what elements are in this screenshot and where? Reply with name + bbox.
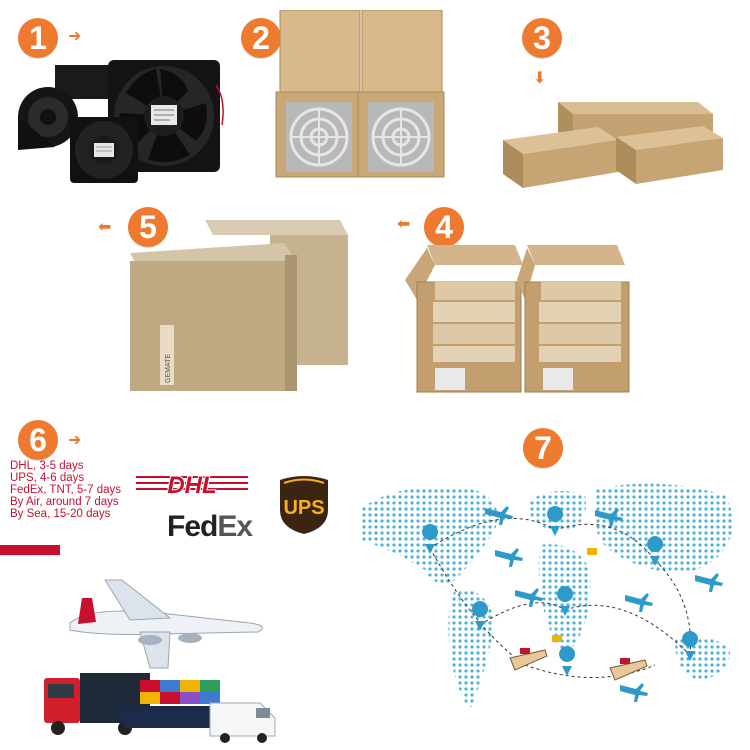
cargo-box-icon xyxy=(552,635,562,642)
airplane-icon xyxy=(620,683,648,702)
airplane-icon xyxy=(595,508,623,527)
fedex-logo: FedEx xyxy=(167,510,253,544)
location-pin-icon xyxy=(472,601,489,631)
step-7-number: 7 xyxy=(534,429,552,466)
step-3-badge: 3 xyxy=(522,18,562,58)
dhl-logo-text: DHL xyxy=(167,472,216,498)
open-carton-right xyxy=(517,245,630,393)
shipping-option: DHL, 3-5 days xyxy=(10,460,84,472)
step-5-number: 5 xyxy=(139,208,157,245)
step-6-arrow-icon: ➜ xyxy=(68,430,82,449)
open-box-right xyxy=(357,10,445,178)
shipping-options-list: DHL, 3-5 days UPS, 4-6 days FedEx, TNT, … xyxy=(10,460,140,520)
step-3-arrow-icon: ⬇ xyxy=(533,68,547,87)
step-5-arrow-icon: ⬅ xyxy=(98,217,112,236)
location-pin-icon xyxy=(682,631,699,661)
location-pin-icon xyxy=(547,506,564,536)
open-cartons-photo xyxy=(405,245,630,393)
shipping-option: FedEx, TNT, 5-7 days xyxy=(10,484,121,496)
ship-icon xyxy=(609,658,648,681)
shipping-routes xyxy=(429,518,692,678)
truck-icon xyxy=(44,673,150,735)
step-4-arrow-icon: ⬅ xyxy=(397,214,411,233)
airplane-icon xyxy=(625,593,653,612)
open-mailer-boxes-photo xyxy=(275,10,445,178)
world-map-routes xyxy=(360,483,733,710)
location-pin-icon xyxy=(557,586,574,616)
ship-icon xyxy=(509,648,548,671)
blower-fan-icon xyxy=(18,65,110,150)
location-pin-icon xyxy=(422,524,439,554)
dhl-red-strip xyxy=(0,545,60,555)
world-map-continents xyxy=(360,483,733,710)
step-1-badge: 1 xyxy=(18,18,58,58)
airplane-icon xyxy=(495,548,523,567)
airplane-icon xyxy=(695,573,723,592)
step-6-badge: 6 xyxy=(18,420,58,460)
airplane-markers xyxy=(485,506,723,702)
shipping-option: UPS, 4-6 days xyxy=(10,472,85,484)
closed-mailer-boxes-photo xyxy=(503,102,723,188)
airplane-icon xyxy=(515,588,543,607)
van-icon xyxy=(209,702,276,743)
closed-box-left xyxy=(503,127,618,188)
cargo-markers xyxy=(552,548,597,642)
fedex-logo-ex: Ex xyxy=(217,510,253,543)
open-box-left xyxy=(275,10,363,178)
location-pin-icon xyxy=(559,646,576,676)
location-pin-icon xyxy=(647,536,664,566)
open-carton-left xyxy=(405,245,523,393)
shipping-option: By Sea, 15-20 days xyxy=(10,508,111,520)
cargo-box-icon xyxy=(587,548,597,555)
step-5-badge: 5 xyxy=(128,207,168,247)
small-fan-icon xyxy=(70,117,138,183)
shipping-option: By Air, around 7 days xyxy=(10,496,119,508)
carton-label: GEMATE xyxy=(165,354,172,383)
dhl-logo: DHL xyxy=(136,472,248,498)
sealed-carton-front: GEMATE xyxy=(130,243,297,391)
large-fan-icon xyxy=(108,60,224,172)
ups-logo: UPS xyxy=(280,476,328,534)
airplane-icon xyxy=(485,506,513,525)
step-1-number: 1 xyxy=(29,19,47,56)
airplane-icon xyxy=(69,579,263,669)
transport-illustration xyxy=(44,579,276,743)
location-pins xyxy=(422,506,699,676)
step-7-badge: 7 xyxy=(523,428,563,468)
step-2-badge: 2 xyxy=(241,18,281,58)
step-1-arrow-icon: ➜ xyxy=(68,26,82,45)
ship-markers xyxy=(509,648,648,681)
step-4-badge: 4 xyxy=(424,207,464,247)
closed-box-right xyxy=(616,126,723,184)
step-6-number: 6 xyxy=(29,421,47,458)
ups-logo-text: UPS xyxy=(283,497,324,519)
fedex-logo-fed: Fed xyxy=(167,510,218,543)
fans-photo xyxy=(18,60,224,183)
step-3-number: 3 xyxy=(533,19,551,56)
step-4-number: 4 xyxy=(435,208,453,245)
step-2-number: 2 xyxy=(252,19,270,56)
sealed-cartons-photo: GEMATE xyxy=(130,220,348,391)
